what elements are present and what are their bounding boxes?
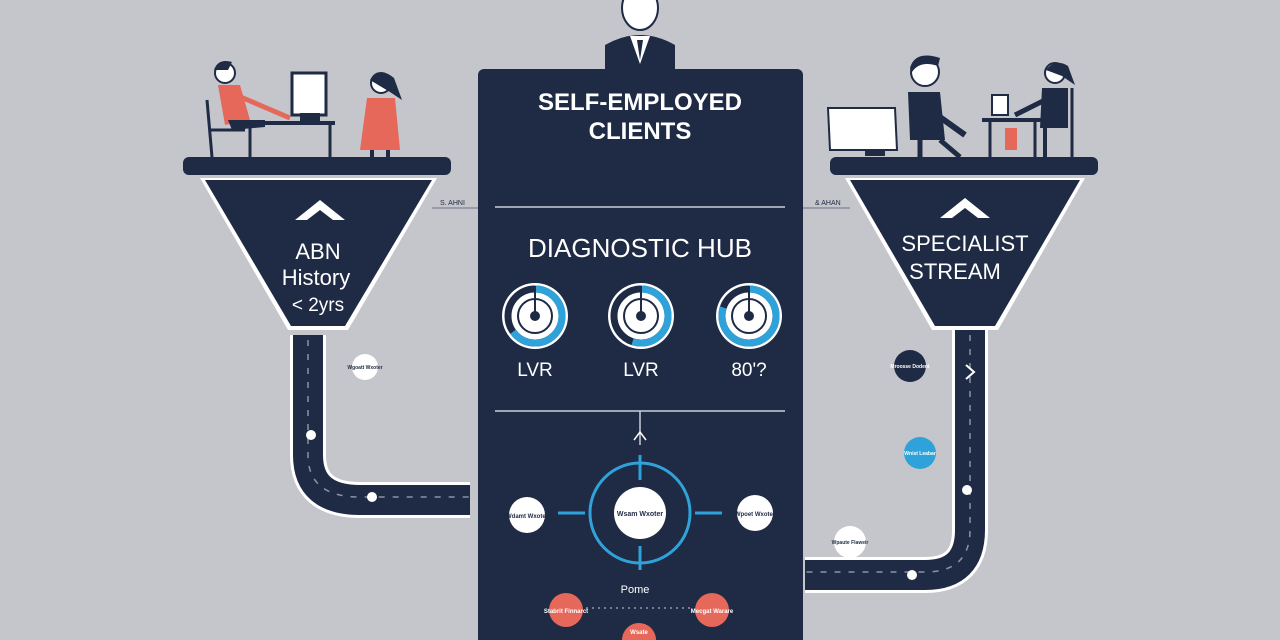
- left-funnel-line2: History: [282, 265, 350, 290]
- chevron-up-icon: [940, 198, 990, 218]
- diagnostic-hub-label: DIAGNOSTIC HUB: [528, 233, 752, 263]
- laptop-icon: [991, 94, 1009, 116]
- gauge-label: 80'?: [731, 360, 766, 381]
- gauge-label: LVR: [517, 360, 553, 381]
- right-path-badge-label: Mroosse Dodent: [890, 364, 930, 370]
- path-node: [367, 492, 377, 502]
- right-connector-label: & AHAN: [815, 200, 841, 207]
- left-node-badge: [509, 497, 545, 533]
- gauge: 80'?: [716, 283, 782, 381]
- left-path-badge-label: Wgoatt Wxoter: [347, 365, 382, 371]
- path-node: [306, 430, 316, 440]
- presenter-figure: [605, 0, 675, 70]
- gauge-label: LVR: [623, 360, 659, 381]
- path-node: [962, 485, 972, 495]
- right-path-badge: [834, 526, 866, 558]
- right-desk-scene: [826, 55, 1075, 159]
- bottom-badge: [549, 593, 583, 627]
- arrow-up-icon: [633, 430, 647, 441]
- left-desk-scene: [205, 61, 402, 158]
- target-center-label: Wsam Wxoter: [617, 511, 664, 518]
- left-path: [290, 335, 470, 518]
- right-connector: & AHAN: [803, 200, 850, 209]
- right-path-badge-label: Wnist Leabar: [904, 451, 935, 457]
- right-path: [805, 330, 988, 593]
- bottom-badge: [695, 593, 729, 627]
- chevron-up-icon: [295, 200, 345, 220]
- left-funnel-line3: < 2yrs: [292, 295, 344, 316]
- target-crosshair: Wsam Wxoter: [558, 455, 722, 570]
- target-center-badge: [614, 487, 666, 539]
- right-funnel: SPECIALIST STREAM: [830, 157, 1098, 330]
- gauge: LVR: [608, 283, 674, 381]
- left-funnel: ABN History < 2yrs: [183, 157, 451, 330]
- bottom-badge-label: Mecgat Warare: [691, 609, 734, 615]
- diagnostic-hub-panel: SELF-EMPLOYED CLIENTS DIAGNOSTIC HUB LVR…: [478, 69, 803, 640]
- monitor-icon: [826, 107, 899, 151]
- left-path-badge: [352, 354, 378, 380]
- right-path-badge: [894, 350, 926, 382]
- right-funnel-line1: SPECIALIST: [901, 231, 1028, 256]
- hub-title-line2: CLIENTS: [589, 118, 692, 145]
- left-node-label: Wdamt Wxoter: [506, 514, 549, 520]
- bottom-label: Pome: [621, 584, 650, 596]
- right-node-badge: [737, 495, 773, 531]
- bottom-badge-label: Wsate: [630, 630, 648, 636]
- bottom-badge-label: Stabrit Finnarct: [544, 609, 588, 615]
- right-funnel-line2: STREAM: [909, 259, 1001, 284]
- path-node: [907, 570, 917, 580]
- right-path-badge: [904, 437, 936, 469]
- gauge-group: LVR LVR 80'?: [502, 283, 782, 381]
- monitor-icon: [290, 71, 328, 117]
- right-node-label: Wpoet Wxoter: [735, 512, 776, 518]
- right-path-badge-label: Wpaute Flaweir: [832, 540, 869, 546]
- gauge: LVR: [502, 283, 568, 381]
- left-funnel-line1: ABN: [295, 239, 340, 264]
- hub-title-line1: SELF-EMPLOYED: [538, 89, 742, 116]
- bottom-badge: [622, 623, 656, 640]
- left-connector-label: S. AHNI: [440, 200, 465, 207]
- left-connector: S. AHNI: [432, 200, 478, 209]
- chevron-right-icon: [965, 364, 976, 380]
